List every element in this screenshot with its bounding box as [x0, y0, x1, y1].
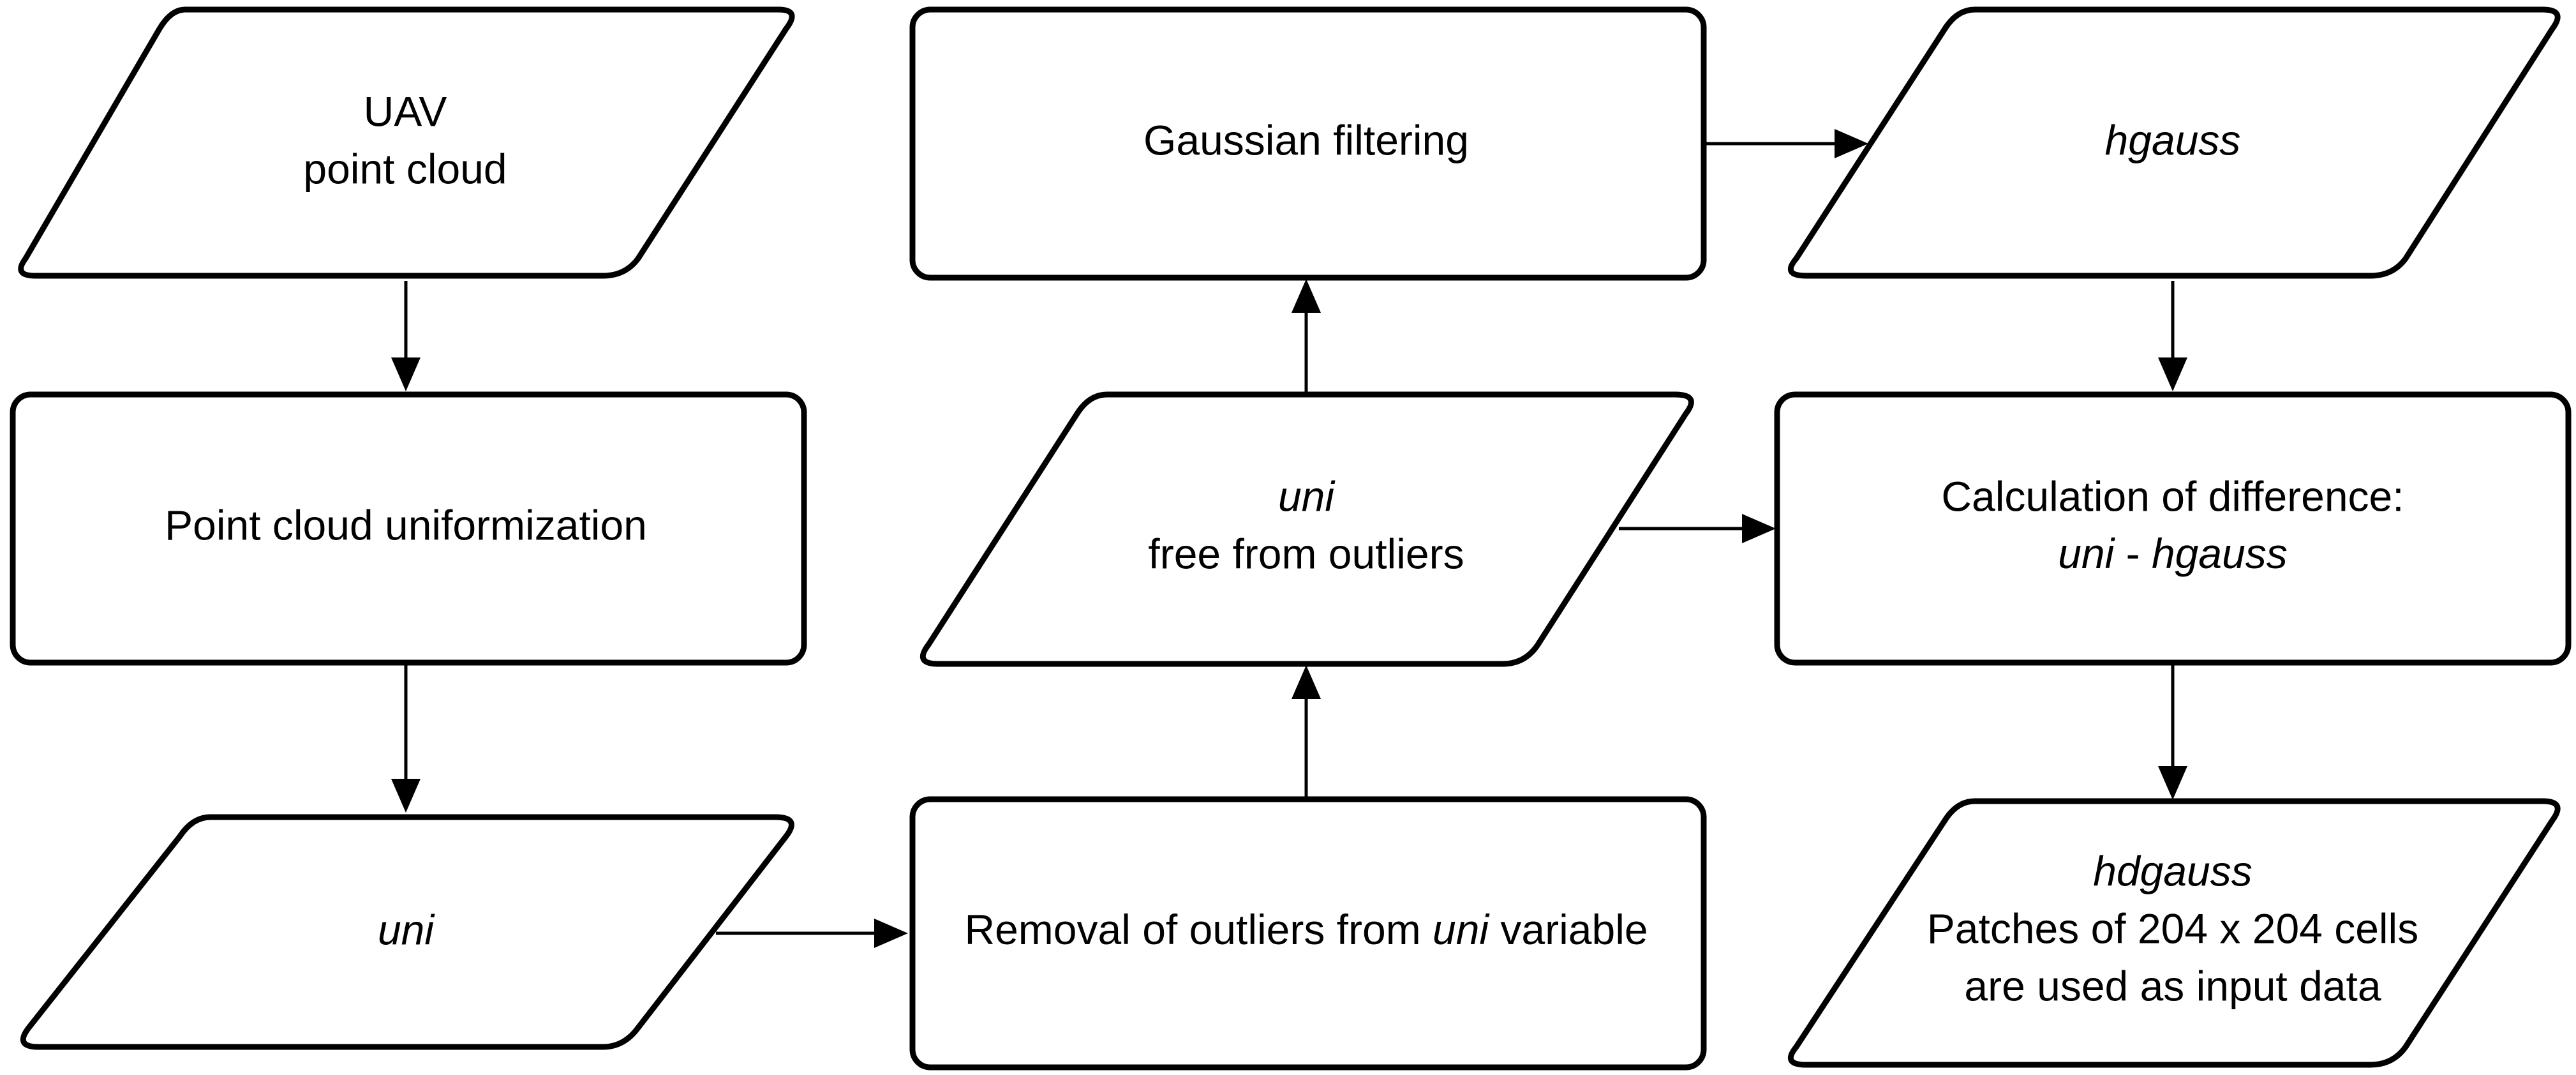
node-calculation-of-difference: Calculation of difference: uni - hgauss — [1774, 391, 2572, 666]
uav-label-line1: UAV — [364, 87, 447, 135]
hgauss-label: hgauss — [2105, 116, 2241, 163]
difference-label-sep: - — [2114, 530, 2152, 577]
difference-label-uni: uni — [2058, 530, 2115, 577]
arrowhead-uniformization-to-uni — [391, 779, 421, 813]
gaussian-label: Gaussian filtering — [1143, 116, 1469, 163]
hdgauss-label-line2: Patches of 204 x 204 cells — [1927, 905, 2418, 952]
removal-label: Removal of outliers from uni variable — [964, 906, 1648, 953]
removal-label-suffix: variable — [1489, 906, 1648, 953]
node-uav-point-cloud: UAV point cloud — [18, 6, 795, 279]
node-hdgauss: hdgauss Patches of 204 x 204 cells are u… — [1787, 798, 2561, 1068]
node-point-cloud-uniformization: Point cloud uniformization — [10, 391, 807, 666]
node-uni-free-from-outliers: uni free from outliers — [919, 391, 1694, 667]
difference-label-hgauss: hgauss — [2152, 530, 2288, 577]
uav-label-line2: point cloud — [303, 145, 507, 192]
arrowhead-uni-free-to-gaussian — [1292, 279, 1321, 313]
arrowhead-removal-to-uni-free — [1292, 665, 1321, 699]
hdgauss-label-line1: hdgauss — [2093, 847, 2252, 894]
uni-label: uni — [378, 906, 435, 953]
arrowhead-hgauss-to-difference — [2158, 357, 2187, 391]
removal-label-var: uni — [1433, 906, 1490, 953]
arrowhead-uni-to-removal — [874, 919, 908, 948]
hdgauss-label-line3: are used as input data — [1964, 962, 2381, 1009]
node-hgauss: hgauss — [1787, 6, 2561, 279]
difference-label-line1: Calculation of difference: — [1941, 472, 2404, 520]
node-uni: uni — [20, 814, 794, 1050]
arrowhead-uav-to-uniformization — [391, 357, 421, 391]
uni-free-label-line1: uni — [1278, 472, 1336, 520]
node-removal-of-outliers: Removal of outliers from uni variable — [909, 796, 1707, 1071]
uni-free-label-line2: free from outliers — [1148, 530, 1464, 577]
arrowhead-gaussian-to-hgauss — [1835, 129, 1868, 158]
difference-label-line2: uni - hgauss — [2058, 530, 2288, 577]
removal-label-prefix: Removal of outliers from — [964, 906, 1433, 953]
node-gaussian-filtering: Gaussian filtering — [909, 6, 1707, 281]
uniformization-label: Point cloud uniformization — [165, 501, 647, 548]
arrowhead-difference-to-hdgauss — [2158, 766, 2187, 800]
arrowhead-uni-free-to-difference — [1742, 514, 1776, 543]
